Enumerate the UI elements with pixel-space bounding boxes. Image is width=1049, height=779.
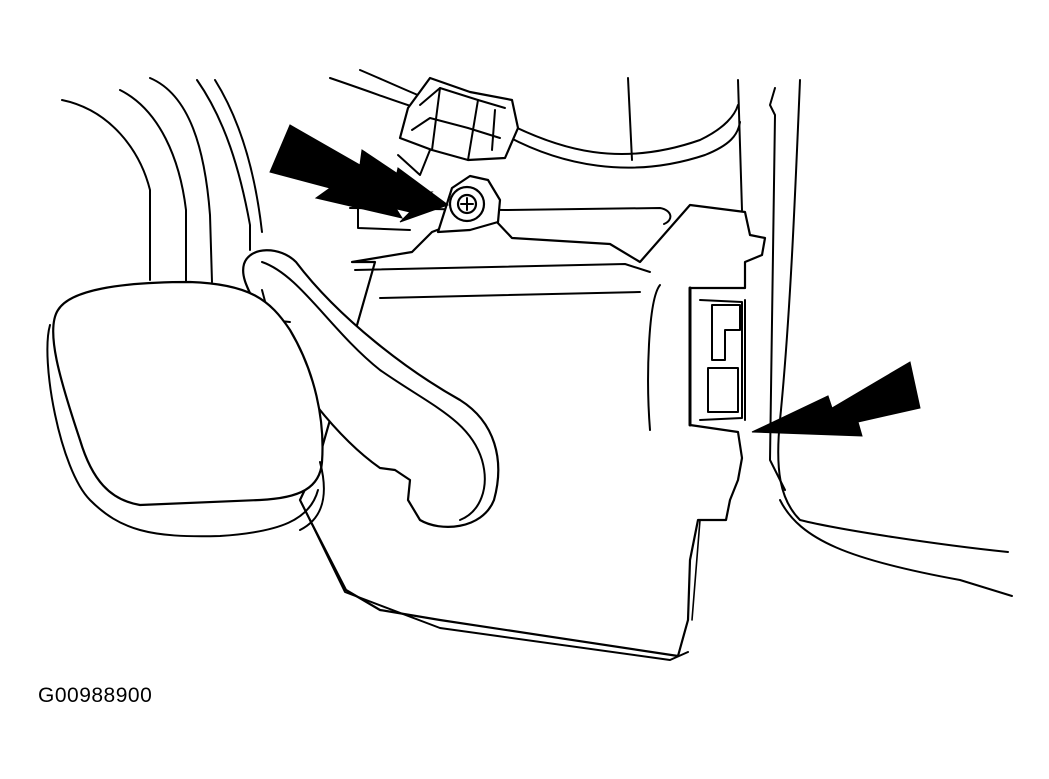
- figure-code: G00988900: [38, 684, 153, 707]
- control-module: [298, 203, 767, 661]
- pedal-pad: [46, 280, 325, 538]
- arrow-icon: [751, 361, 921, 437]
- mounting-bracket: [436, 174, 502, 234]
- wire-harness: [329, 69, 741, 176]
- callout-arrows: [269, 124, 921, 437]
- right-trim-structure: [627, 77, 1013, 597]
- dash-panel-left: [61, 77, 263, 283]
- arrow-icon: [349, 151, 450, 223]
- harness-connector: [398, 76, 520, 162]
